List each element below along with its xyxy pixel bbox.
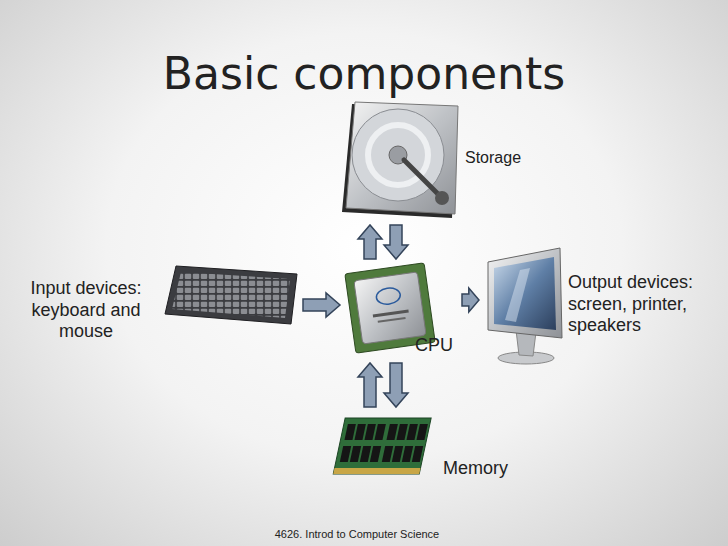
monitor-frame (488, 248, 562, 338)
data-flow-arrow (358, 225, 382, 259)
slide-title: Basic components (0, 48, 728, 99)
hard-disk-picture (342, 102, 458, 218)
disk-case (346, 102, 458, 214)
ram-contacts (333, 468, 420, 474)
cpu-logo-ring (375, 287, 401, 306)
component-label: CPU (415, 335, 457, 357)
ram-chips (340, 424, 428, 462)
input-component: Input devices: keyboard and mouse (14, 262, 300, 354)
keyboard-body (165, 266, 297, 324)
memory-component: Memory (330, 410, 525, 486)
component-label: Memory (443, 458, 523, 480)
disk-actuator-arm (404, 160, 440, 196)
cpu-component: CPU (343, 262, 459, 360)
disk-platter (352, 109, 444, 201)
keyboard-keys (172, 272, 290, 318)
component-label: Output devices: screen, printer, speaker… (568, 272, 712, 337)
monitor-screen (494, 257, 556, 330)
cpu-heat-spreader (354, 272, 426, 344)
storage-component: Storage (338, 98, 543, 222)
cpu-marking (373, 309, 409, 317)
data-flow-arrow (358, 363, 382, 407)
cpu-marking (378, 317, 406, 323)
monitor-screen-image (505, 268, 530, 322)
data-flow-arrow (384, 225, 408, 259)
data-flow-arrow (462, 288, 479, 312)
monitor-picture (488, 248, 562, 364)
course-footer: 4626. Introd to Computer Science (207, 528, 507, 540)
memory-stick-picture (333, 418, 431, 474)
output-component: Output devices: screen, printer, speaker… (482, 246, 718, 368)
keyboard-picture (165, 266, 297, 324)
ram-board (333, 418, 431, 474)
data-flow-arrow (384, 363, 408, 407)
disk-actuator-pivot (435, 191, 449, 205)
component-label: Input devices: keyboard and mouse (16, 278, 156, 343)
data-flow-arrow (303, 293, 340, 317)
component-label: Storage (465, 148, 541, 167)
